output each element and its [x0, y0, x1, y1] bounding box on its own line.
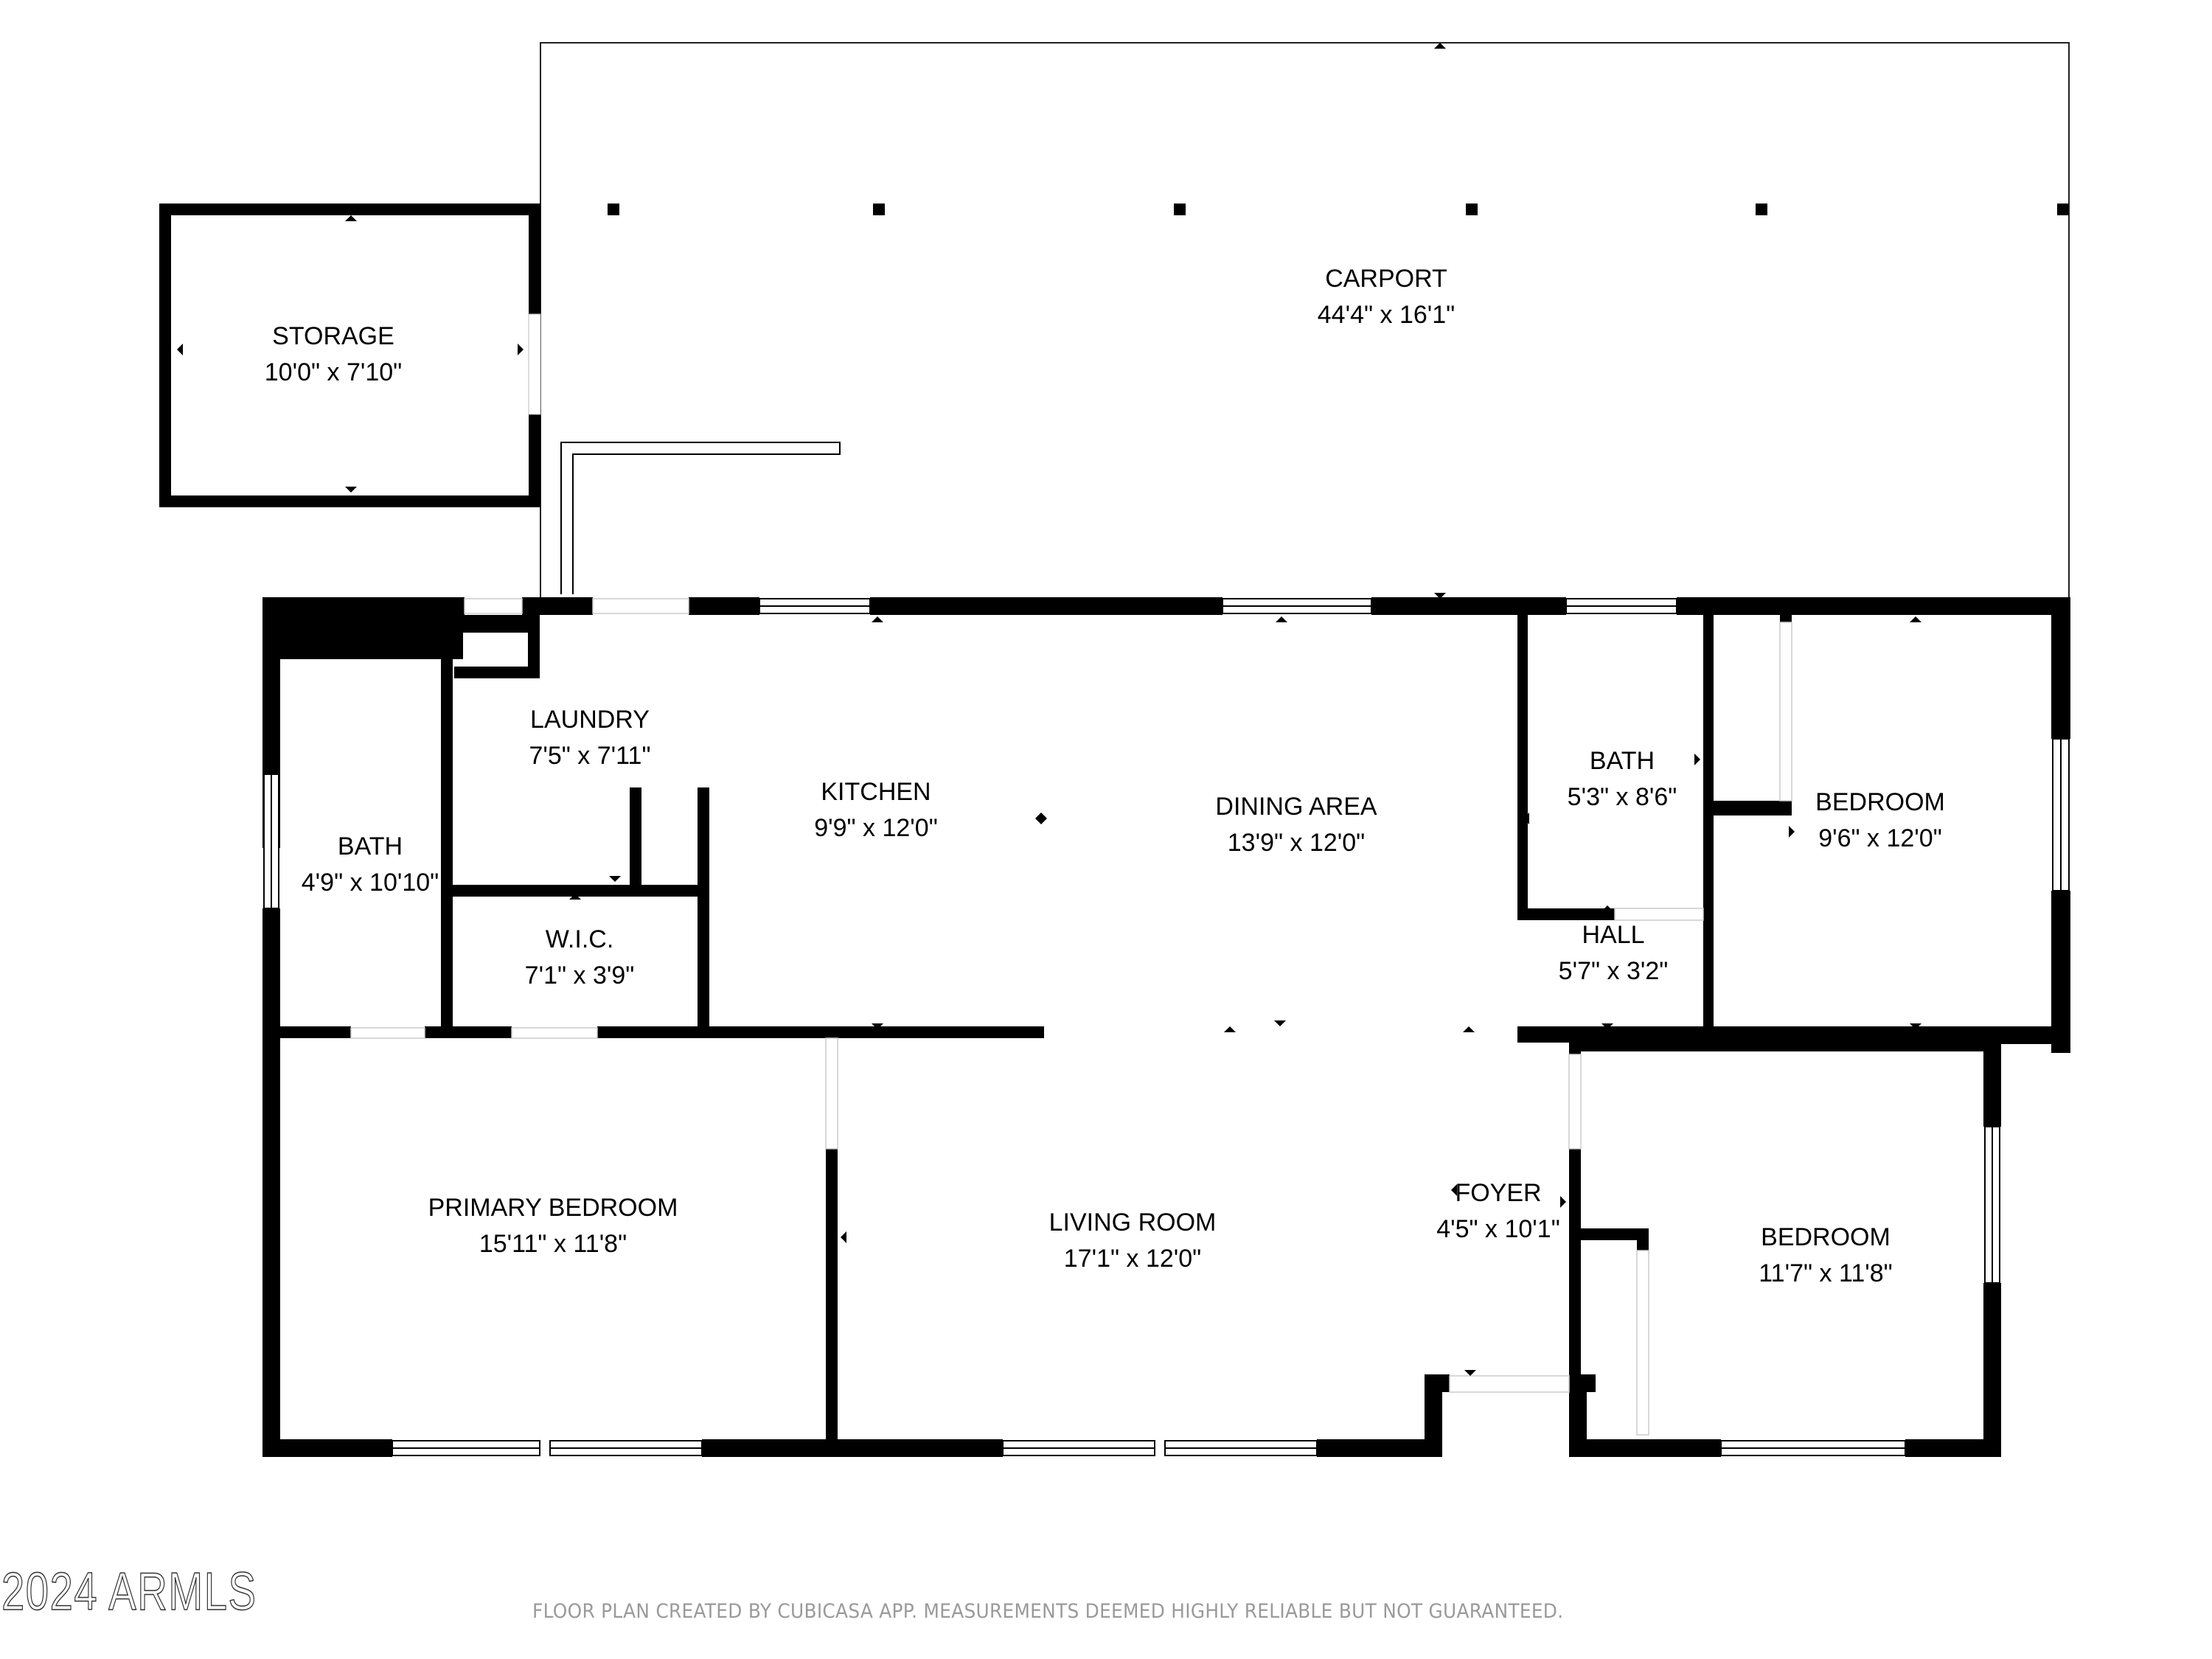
room-bedroom-northeast: BEDROOM 9'6" x 12'0"	[1815, 785, 1945, 858]
room-bath-east: BATH 5'3" x 8'6"	[1568, 743, 1677, 816]
carport-low-wall	[560, 442, 841, 594]
room-dimensions: 4'9" x 10'10"	[301, 869, 439, 897]
room-dimensions: 7'1" x 3'9"	[524, 961, 635, 990]
room-bedroom-southeast: BEDROOM 11'7" x 11'8"	[1759, 1220, 1892, 1293]
room-wic: W.I.C. 7'1" x 3'9"	[525, 922, 635, 995]
room-dimensions: 15'11" x 11'8"	[479, 1230, 627, 1259]
room-dimensions: 9'6" x 12'0"	[1818, 824, 1942, 853]
room-dimensions: 5'7" x 3'2"	[1558, 957, 1669, 986]
room-dimensions: 4'5" x 10'1"	[1436, 1215, 1560, 1244]
carport-posts	[608, 204, 2069, 215]
dimension-markers	[177, 43, 1921, 1376]
room-living-room: LIVING ROOM 17'1" x 12'0"	[1049, 1205, 1217, 1278]
room-dining-area: DINING AREA 13'9" x 12'0"	[1215, 789, 1377, 862]
room-primary-bedroom: PRIMARY BEDROOM 15'11" x 11'8"	[428, 1190, 678, 1263]
room-dimensions: 5'3" x 8'6"	[1567, 783, 1677, 812]
floor-plan-disclaimer: FLOOR PLAN CREATED BY CUBICASA APP. MEAS…	[532, 1600, 1564, 1623]
room-dimensions: 7'5" x 7'11"	[529, 742, 651, 771]
room-storage: STORAGE 10'0" x 7'10"	[265, 319, 402, 392]
room-name: W.I.C.	[545, 925, 614, 953]
room-dimensions: 44'4" x 16'1"	[1317, 301, 1455, 330]
windows	[263, 598, 2070, 1456]
room-foyer: FOYER 4'5" x 10'1"	[1436, 1175, 1560, 1248]
room-kitchen: KITCHEN 9'9" x 12'0"	[814, 774, 938, 847]
room-name: LAUNDRY	[530, 706, 650, 734]
room-dimensions: 17'1" x 12'0"	[1063, 1245, 1202, 1273]
carport-outline	[540, 42, 2070, 597]
room-name: HALL	[1582, 921, 1645, 949]
room-name: LIVING ROOM	[1048, 1208, 1217, 1237]
copyright-watermark: 2024 ARMLS	[1, 1562, 257, 1622]
room-name: BEDROOM	[1761, 1223, 1891, 1251]
room-dimensions: 10'0" x 7'10"	[264, 358, 403, 387]
storage-door	[528, 313, 541, 415]
room-name: BEDROOM	[1815, 788, 1945, 816]
room-dimensions: 13'9" x 12'0"	[1227, 829, 1366, 858]
room-name: BATH	[337, 832, 403, 860]
room-name: CARPORT	[1325, 265, 1447, 293]
room-name: PRIMARY BEDROOM	[428, 1194, 678, 1222]
room-name: FOYER	[1455, 1179, 1542, 1207]
room-name: STORAGE	[272, 322, 394, 350]
room-dimensions: 9'9" x 12'0"	[814, 814, 938, 843]
storage-walls	[159, 204, 540, 507]
room-name: KITCHEN	[821, 778, 931, 806]
room-laundry: LAUNDRY 7'5" x 7'11"	[529, 702, 650, 775]
room-hall: HALL 5'7" x 3'2"	[1559, 917, 1669, 990]
room-bath-west: BATH 4'9" x 10'10"	[302, 829, 439, 902]
room-name: DINING AREA	[1215, 793, 1377, 821]
room-dimensions: 11'7" x 11'8"	[1759, 1259, 1893, 1288]
house-walls	[262, 597, 2070, 1457]
door-openings	[350, 598, 1792, 1436]
room-name: BATH	[1589, 747, 1655, 775]
room-carport: CARPORT 44'4" x 16'1"	[1318, 261, 1455, 334]
